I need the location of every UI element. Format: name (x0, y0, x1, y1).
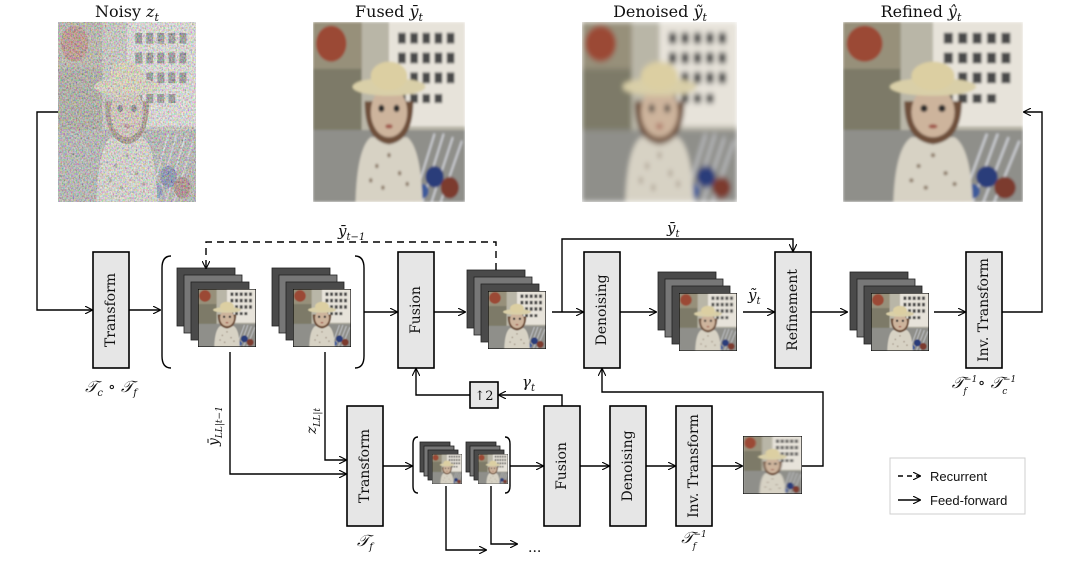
denoising-block (583, 251, 621, 369)
denoised-frame-caption: Denoised ỹt (613, 2, 707, 24)
sub-stack-a (419, 441, 462, 484)
feature-map-front (293, 289, 351, 347)
input-stack-a (176, 267, 256, 347)
feature-map-front (679, 293, 737, 351)
transform-block (92, 251, 130, 369)
feature-map-front (871, 293, 929, 351)
fusion-sub-block-label: Fusion (554, 442, 570, 490)
transform-sub-block-label: Transform (357, 429, 373, 503)
transform-block-label: Transform (103, 273, 119, 347)
fusion-block (397, 251, 435, 369)
denoising-sub-block-label: Denoising (620, 430, 636, 501)
inv-transform-block (965, 251, 1003, 369)
denoising-sub-block (609, 405, 647, 527)
feature-map-front (478, 454, 508, 484)
refined-frame-image (843, 22, 1023, 202)
refinement-block-label: Refinement (785, 269, 801, 351)
noisy-frame-image (58, 22, 196, 202)
curr-ll-label: zLL|t (304, 408, 323, 435)
sub-stack-b (465, 441, 508, 484)
fused-skip-label: ȳt (666, 219, 680, 240)
recurrent-input-label: ȳt−1 (337, 222, 365, 243)
noisy-frame-caption: Noisy zt (95, 2, 160, 24)
denoised-stack (657, 271, 737, 351)
legend-feedforward-label: Feed-forward (930, 493, 1007, 508)
upsample-to-fusion-arrow (416, 369, 470, 396)
refined-frame-panel: Refined ŷt (843, 2, 1023, 202)
fusion-sub-block (543, 405, 581, 527)
curr-ll-arrow (324, 352, 346, 460)
prev-ll-arrow (229, 352, 346, 474)
transform-sub-op-label: 𝒯f (357, 531, 375, 553)
denoised-frame-image (582, 22, 737, 202)
inv-transform-to-refined-arrow (1002, 112, 1043, 313)
gamma-to-upsample-arrow (499, 395, 563, 406)
refined-stack (849, 271, 929, 351)
noisy-frame-panel: Noisy zt (58, 2, 196, 202)
legend: Recurrent Feed-forward (889, 457, 1026, 515)
inv-transform-sub-block (675, 405, 713, 527)
feature-map-front (432, 454, 462, 484)
fused-stack (466, 269, 546, 349)
noisy-to-transform-arrow (36, 111, 92, 310)
denoised-frame-panel: Denoised ỹt (582, 2, 737, 202)
inv-transform-block-label: Inv. Transform (976, 258, 992, 362)
inv-transform-sub-block-label: Inv. Transform (686, 414, 702, 518)
transform-op-label: 𝒯c ∘ 𝒯f (85, 377, 139, 399)
fused-frame-image (313, 22, 465, 202)
subband-output-image (743, 436, 802, 494)
prev-ll-label: ȳLL|t−1 (206, 406, 225, 447)
denoised-label: ỹt (747, 286, 761, 307)
fusion-block-label: Fusion (408, 286, 424, 334)
fused-frame-caption: Fused ȳt (355, 2, 423, 24)
small-left-bracket (412, 436, 419, 494)
denoising-block-label: Denoising (594, 274, 610, 345)
sub-stack-out-arrow-1 (445, 486, 486, 550)
feature-map-front (488, 291, 546, 349)
refined-frame-caption: Refined ŷt (881, 2, 962, 24)
recurrent-arrow (206, 241, 497, 270)
legend-box (889, 457, 1026, 515)
gamma-label: γt (522, 373, 536, 394)
refinement-block (774, 251, 812, 369)
left-bracket (161, 255, 172, 369)
sub-output-to-denoising-arrow (602, 369, 824, 467)
right-bracket (354, 255, 365, 369)
fused-skip-arrow (561, 238, 793, 312)
sub-stack-out-arrow-2 (490, 486, 517, 544)
input-stack-b (271, 267, 351, 347)
ellipsis-label: ... (528, 540, 541, 556)
fused-frame-panel: Fused ȳt (313, 2, 465, 202)
legend-recurrent-label: Recurrent (930, 469, 987, 484)
feature-map-front (198, 289, 256, 347)
transform-sub-block (346, 405, 384, 527)
feature-stacks (176, 267, 929, 484)
upsample-block-label: ↑2 (474, 389, 493, 404)
small-right-bracket (504, 436, 511, 494)
